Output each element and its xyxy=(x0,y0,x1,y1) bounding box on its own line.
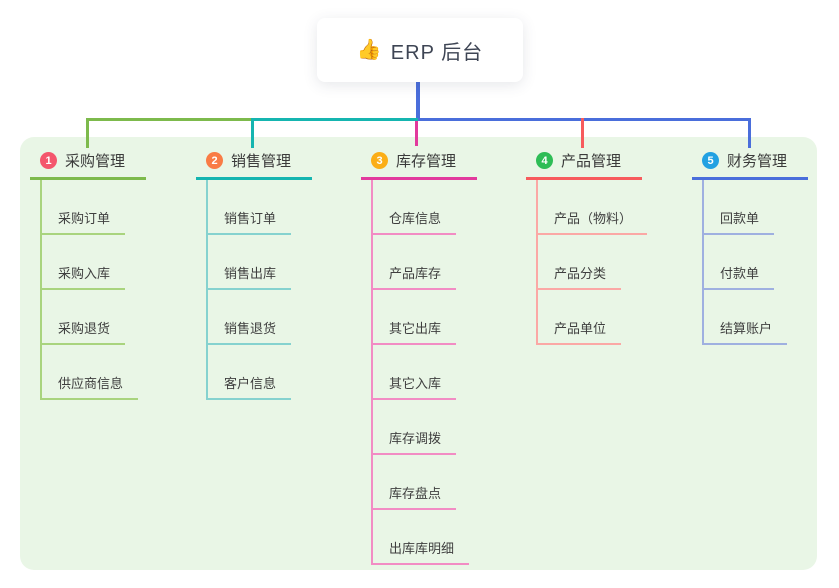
node-item[interactable]: 采购订单 xyxy=(42,180,126,235)
branch-header-product[interactable]: 4 产品管理 xyxy=(526,148,642,180)
node-item[interactable]: 销售订单 xyxy=(208,180,292,235)
node-item[interactable]: 库存盘点 xyxy=(373,455,457,510)
node-item[interactable]: 付款单 xyxy=(704,235,775,290)
thumbs-up-icon: 👍 xyxy=(356,39,382,61)
branch-sales: 2 销售管理 销售订单 销售出库 销售退货 客户信息 xyxy=(196,148,312,400)
branch-children: 销售订单 销售出库 销售退货 客户信息 xyxy=(206,180,312,400)
connector-bus-teal xyxy=(253,118,418,121)
connector-drop-sales xyxy=(251,118,254,148)
node-item[interactable]: 产品单位 xyxy=(538,290,622,345)
node-item[interactable]: 销售退货 xyxy=(208,290,292,345)
node-item[interactable]: 采购退货 xyxy=(42,290,126,345)
connector-root-line xyxy=(416,82,420,121)
root-node[interactable]: 👍 ERP 后台 xyxy=(317,18,523,82)
branch-number-badge: 2 xyxy=(206,152,223,169)
branch-finance: 5 财务管理 回款单 付款单 结算账户 xyxy=(692,148,808,345)
connector-bus-green xyxy=(86,118,253,121)
node-item[interactable]: 回款单 xyxy=(704,180,775,235)
branch-product: 4 产品管理 产品（物料） 产品分类 产品单位 xyxy=(526,148,648,345)
branch-title-label: 库存管理 xyxy=(396,153,457,170)
node-item[interactable]: 销售出库 xyxy=(208,235,292,290)
branch-children: 回款单 付款单 结算账户 xyxy=(702,180,808,345)
branch-title-label: 销售管理 xyxy=(231,153,292,170)
connector-bus-blue xyxy=(418,118,751,121)
node-item[interactable]: 供应商信息 xyxy=(42,345,139,400)
node-item[interactable]: 客户信息 xyxy=(208,345,292,400)
branch-header-sales[interactable]: 2 销售管理 xyxy=(196,148,312,180)
branch-number-badge: 1 xyxy=(40,152,57,169)
branch-children: 仓库信息 产品库存 其它出库 其它入库 库存调拨 库存盘点 出库库明细 xyxy=(371,180,477,565)
branch-number-badge: 4 xyxy=(536,152,553,169)
node-item[interactable]: 出库库明细 xyxy=(373,510,470,565)
node-item[interactable]: 其它入库 xyxy=(373,345,457,400)
branch-header-inventory[interactable]: 3 库存管理 xyxy=(361,148,477,180)
root-label: ERP 后台 xyxy=(390,41,484,64)
branches-panel xyxy=(20,137,817,570)
branch-children: 产品（物料） 产品分类 产品单位 xyxy=(536,180,648,345)
node-item[interactable]: 结算账户 xyxy=(704,290,788,345)
node-item[interactable]: 产品库存 xyxy=(373,235,457,290)
node-item[interactable]: 库存调拨 xyxy=(373,400,457,455)
node-item[interactable]: 产品（物料） xyxy=(538,180,648,235)
connector-drop-product xyxy=(581,118,584,148)
branch-children: 采购订单 采购入库 采购退货 供应商信息 xyxy=(40,180,146,400)
connector-drop-finance xyxy=(748,118,751,148)
node-item[interactable]: 产品分类 xyxy=(538,235,622,290)
connector-drop-purchase xyxy=(86,118,89,148)
branch-number-badge: 3 xyxy=(371,152,388,169)
connector-drop-inventory xyxy=(415,121,418,146)
branch-title-label: 财务管理 xyxy=(727,153,788,170)
branch-number-badge: 5 xyxy=(702,152,719,169)
branch-header-purchase[interactable]: 1 采购管理 xyxy=(30,148,146,180)
branch-purchase: 1 采购管理 采购订单 采购入库 采购退货 供应商信息 xyxy=(30,148,146,400)
branch-title-label: 采购管理 xyxy=(65,153,126,170)
node-item[interactable]: 采购入库 xyxy=(42,235,126,290)
branch-header-finance[interactable]: 5 财务管理 xyxy=(692,148,808,180)
branch-inventory: 3 库存管理 仓库信息 产品库存 其它出库 其它入库 库存调拨 库存盘点 出库库… xyxy=(361,148,477,565)
branch-title-label: 产品管理 xyxy=(561,153,622,170)
node-item[interactable]: 仓库信息 xyxy=(373,180,457,235)
node-item[interactable]: 其它出库 xyxy=(373,290,457,345)
